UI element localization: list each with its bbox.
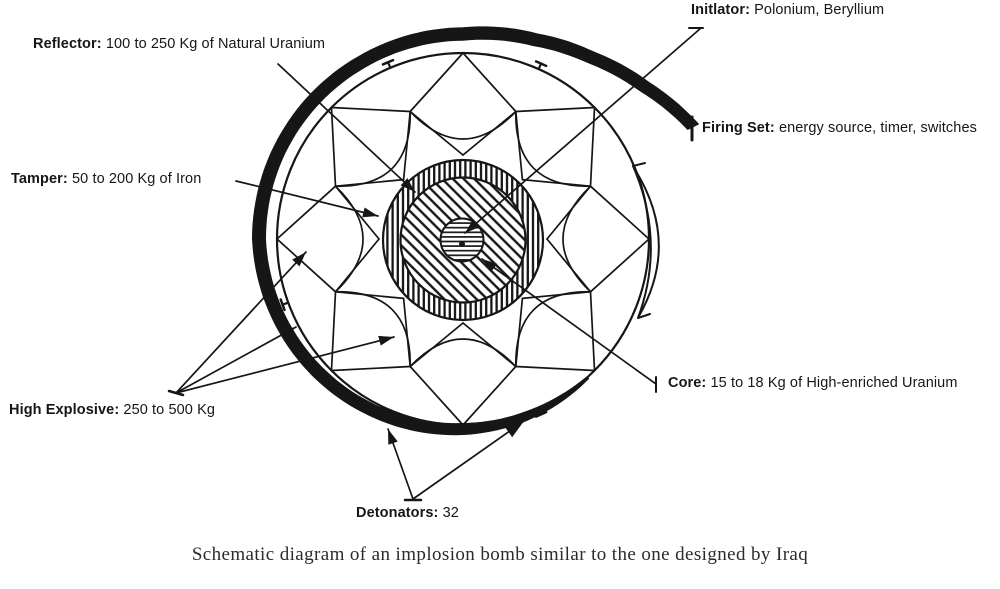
tamper-leader-arrow-line [235, 180, 379, 217]
label-detonators-value: 32 [442, 505, 459, 521]
lens-arc [334, 185, 364, 293]
lens-line [330, 365, 412, 372]
firing-cable-band [252, 26, 699, 436]
core-leader-arrow-line [481, 258, 657, 385]
bracket-hook-bottom [637, 313, 651, 319]
lens-line [546, 185, 592, 240]
lens-arc [409, 338, 517, 368]
lens-line [276, 185, 337, 240]
lens-line [334, 238, 380, 293]
caption: Schematic diagram of an implosion bomb s… [191, 544, 809, 565]
lens-line [330, 106, 337, 188]
initiator-center-dot [459, 241, 465, 247]
detonator-tick-stub [281, 301, 289, 306]
label-core-name: Core: [668, 375, 707, 391]
lens-line [409, 52, 464, 113]
lens-line [334, 185, 380, 240]
high-explosive-leader-arrow-3-head [378, 335, 394, 346]
tamper-leader-arrow-head [362, 207, 378, 218]
reflector-leader-arrow-head [400, 178, 415, 192]
lens-line [514, 297, 524, 368]
label-detonators-name: Detonators: [356, 505, 439, 521]
lens-line [546, 238, 592, 293]
detonator-tick-stub [386, 61, 392, 68]
label-detonators: Detonators: 32 [356, 505, 459, 521]
label-tamper-name: Tamper: [11, 171, 68, 187]
label-tamper-value: 50 to 200 Kg of Iron [71, 171, 202, 187]
detonators-leader-arrow-1-head [388, 429, 398, 445]
lens-line [462, 365, 517, 426]
label-high-explosive-name: High Explosive: [9, 402, 120, 418]
lens-line [462, 110, 517, 156]
lens-line [276, 238, 337, 293]
lens-line [409, 110, 464, 156]
lens-line [514, 106, 596, 113]
lens-line [521, 290, 592, 300]
lens-arc [335, 111, 412, 188]
core-leader-arrow-head [482, 259, 498, 272]
label-tamper: Tamper: 50 to 200 Kg of Iron [11, 171, 201, 187]
label-core-value: 15 to 18 Kg of High-enriched Uranium [710, 375, 958, 391]
detonators-leader-arrow-2-line [412, 420, 525, 500]
lens-line [589, 185, 650, 240]
lens-line [514, 365, 596, 372]
lens-line [589, 106, 596, 188]
firing-set-bracket-outer [633, 167, 660, 317]
lens-arc [514, 111, 591, 188]
label-initiator: Initlator: Polonium, Beryllium [691, 2, 884, 18]
reflector-leader-arrow-line [277, 63, 416, 193]
label-firing-set-name: Firing Set: [702, 120, 775, 136]
lens-arc [514, 290, 591, 367]
lens-line [409, 322, 464, 368]
label-reflector-name: Reflector: [33, 36, 102, 52]
lens-line [462, 322, 517, 368]
lens-line [589, 238, 650, 293]
lens-arc [335, 290, 412, 367]
label-reflector-value: 100 to 250 Kg of Natural Uranium [105, 36, 326, 52]
lens-line [462, 52, 517, 113]
lens-line [514, 110, 524, 181]
detonator-tick-stub [537, 62, 543, 70]
label-firing-set-value: energy source, timer, switches [778, 120, 977, 136]
label-high-explosive-value: 250 to 500 Kg [123, 402, 216, 418]
detonators-leader-arrow-2-head [504, 421, 524, 438]
label-high-explosive: High Explosive: 250 to 500 Kg [9, 402, 215, 418]
lens-line [334, 290, 405, 300]
high-explosive-leader-arrow-1-line [175, 251, 307, 394]
bracket-hook-top [632, 162, 646, 167]
lens-line [589, 290, 596, 372]
lens-arc [562, 185, 592, 293]
initiator-leader-arrow-head [465, 219, 480, 233]
high-explosive-leader-arrow-2-line [175, 326, 297, 394]
lens-line [402, 110, 412, 181]
firing-set-bracket-inner [632, 165, 652, 319]
high-explosive-leader-arrow-1-head [292, 252, 306, 267]
label-firing-set: Firing Set: energy source, timer, switch… [702, 120, 977, 136]
label-initiator-name: Initlator: [691, 2, 750, 18]
label-core: Core: 15 to 18 Kg of High-enriched Urani… [668, 375, 958, 391]
high-explosive-leader-arrow-2-head [280, 327, 296, 339]
label-initiator-value: Polonium, Beryllium [754, 2, 885, 18]
lens-line [521, 178, 592, 188]
lens-line [409, 365, 464, 426]
label-reflector: Reflector: 100 to 250 Kg of Natural Uran… [33, 36, 325, 52]
lens-line [402, 297, 412, 368]
initiator-leader-arrow-line [464, 27, 702, 234]
lens-line [330, 290, 337, 372]
lens-line [334, 178, 405, 188]
high-explosive-leader-arrow-3-line [175, 336, 395, 394]
lens-line [330, 106, 412, 113]
